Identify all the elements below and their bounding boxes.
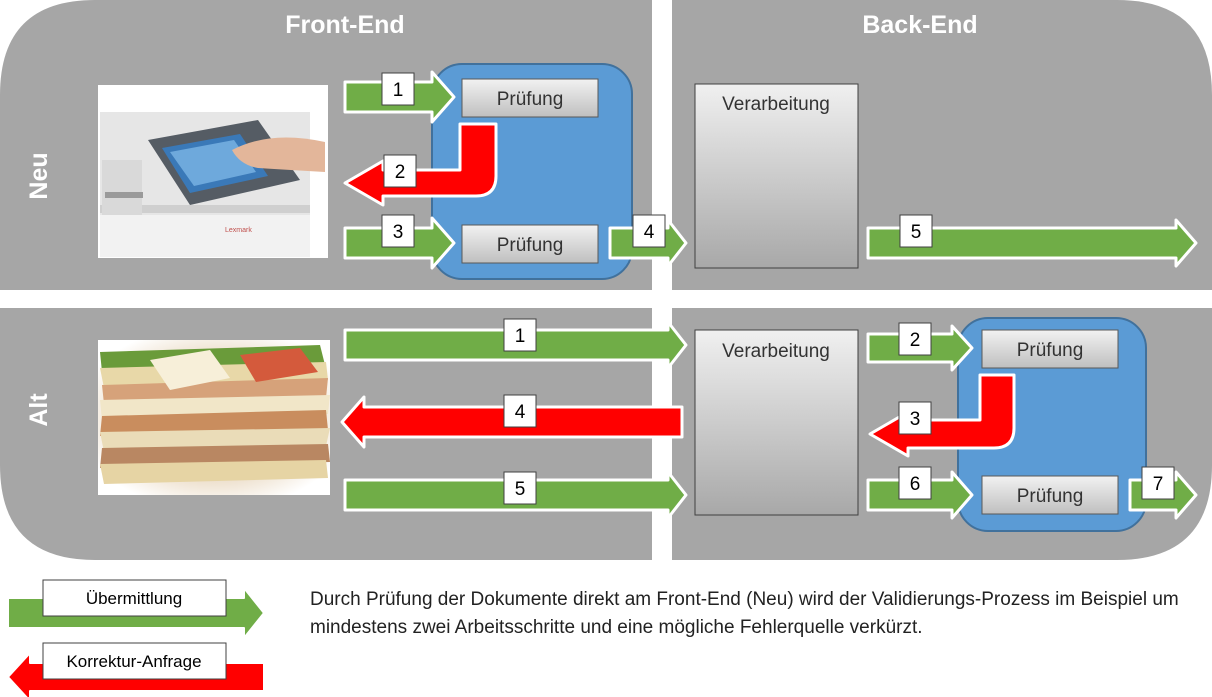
step-label-neu-2: 2 [395, 162, 406, 183]
legend-korrektur-label: Korrektur-Anfrage [66, 652, 201, 671]
pruefung-box-neu-top [461, 78, 599, 118]
step-label-alt-6: 6 [910, 474, 921, 495]
paper-stack-image [98, 340, 330, 495]
step-label-alt-1: 1 [515, 326, 526, 347]
step-label-neu-4: 4 [644, 222, 655, 243]
row-label-alt: Alt [25, 393, 53, 427]
step-box-neu-2 [383, 154, 417, 188]
svg-text:Lexmark: Lexmark [225, 227, 252, 234]
step-box-neu-4 [632, 214, 666, 248]
legend-korrektur-box [42, 642, 227, 680]
pruefung-box-alt-bottom [981, 475, 1119, 515]
arrow-neu-2 [343, 122, 498, 207]
verarbeitung-label-alt: Verarbeitung [722, 341, 830, 362]
step-label-alt-5: 5 [515, 479, 526, 500]
caption-text: Durch Prüfung der Dokumente direkt am Fr… [310, 589, 1179, 638]
header-front-end: Front-End [285, 11, 404, 39]
verarbeitung-label-neu: Verarbeitung [722, 94, 830, 115]
step-box-neu-3 [381, 214, 415, 248]
pruefung-box-neu-bottom [461, 224, 599, 264]
step-box-alt-7 [1141, 466, 1175, 500]
header-back-end: Back-End [862, 11, 977, 39]
pruefung-label-neu-top: Prüfung [497, 89, 564, 110]
legend-uebermittlung-box [42, 579, 227, 617]
arrow-neu-5 [866, 218, 1198, 268]
step-label-alt-3: 3 [910, 409, 921, 430]
step-box-alt-2 [898, 322, 932, 356]
step-box-alt-3 [898, 401, 932, 435]
step-label-alt-7: 7 [1153, 474, 1164, 495]
step-box-alt-4 [503, 394, 537, 428]
pruefung-label-alt-bottom: Prüfung [1017, 486, 1084, 507]
step-label-neu-5: 5 [911, 222, 922, 243]
step-box-neu-5 [899, 214, 933, 248]
step-label-alt-2: 2 [910, 330, 921, 351]
printer-image: Lexmark [98, 85, 328, 258]
verarbeitung-box-alt [694, 329, 859, 516]
step-box-neu-1 [381, 72, 415, 106]
step-box-alt-1 [503, 318, 537, 352]
pruefung-label-neu-bottom: Prüfung [497, 235, 564, 256]
step-label-neu-3: 3 [393, 222, 404, 243]
step-box-alt-5 [503, 471, 537, 505]
pruefung-box-alt-top [981, 329, 1119, 369]
step-label-neu-1: 1 [393, 80, 404, 101]
verarbeitung-box-neu [694, 83, 859, 269]
step-label-alt-4: 4 [515, 402, 526, 423]
pruefung-label-alt-top: Prüfung [1017, 340, 1084, 361]
legend-uebermittlung-label: Übermittlung [86, 589, 182, 608]
step-box-alt-6 [898, 466, 932, 500]
row-label-neu: Neu [25, 152, 53, 199]
